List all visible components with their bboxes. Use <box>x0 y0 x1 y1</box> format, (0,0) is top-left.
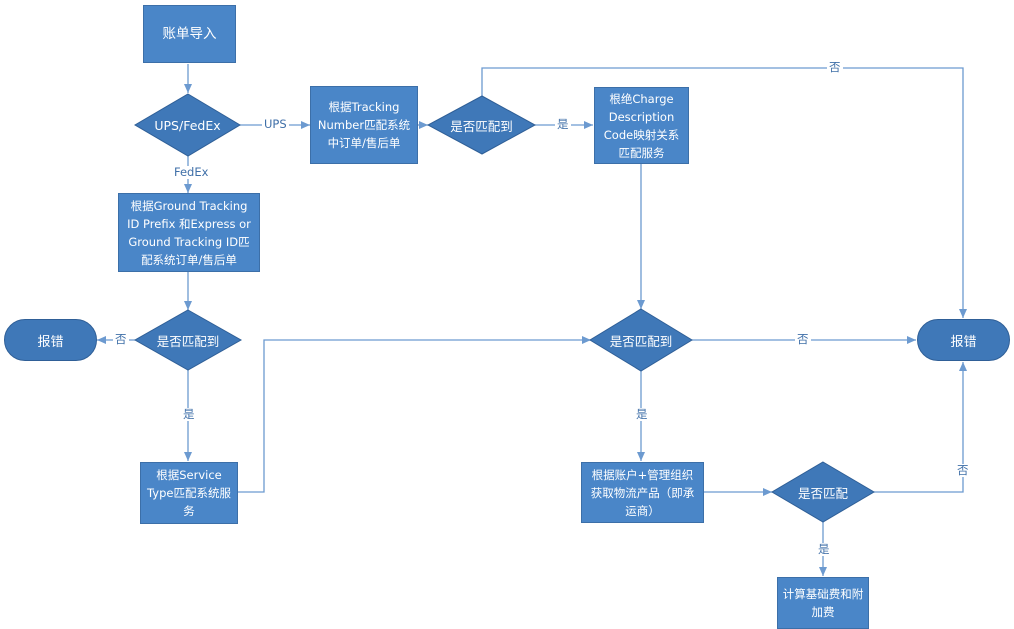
decision-carrier-text: UPS/FedEx <box>135 94 240 156</box>
error-right-terminator: 报错 <box>917 319 1010 361</box>
service-type-box: 根据Service Type匹配系统服务 <box>140 462 238 524</box>
charge-desc-label: 根绝Charge Description Code映射关系匹配服务 <box>603 91 680 160</box>
decision-match-label: 是否匹配 <box>797 485 848 501</box>
decision-center-matched-label: 是否匹配到 <box>609 333 673 349</box>
charge-desc-box: 根绝Charge Description Code映射关系匹配服务 <box>594 87 689 164</box>
decision-carrier-shape <box>134 93 241 157</box>
import-label: 账单导入 <box>162 26 217 42</box>
decision-match-text: 是否匹配 <box>772 462 874 522</box>
decision-left-matched-text: 是否匹配到 <box>135 310 241 370</box>
account-box: 根据账户+管理组织获取物流产品（即承运商） <box>581 462 704 523</box>
decision-carrier-label: UPS/FedEx <box>154 117 221 133</box>
error-left-terminator: 报错 <box>4 319 97 361</box>
account-label: 根据账户+管理组织获取物流产品（即承运商） <box>590 467 695 518</box>
decision-center-matched-text: 是否匹配到 <box>590 309 692 371</box>
edge-label-yes-center: 是 <box>634 407 650 421</box>
edge-label-no-left: 否 <box>113 332 129 346</box>
fedex-match-box: 根据Ground Tracking ID Prefix 和Express or … <box>118 193 260 272</box>
decision-match-shape <box>771 461 875 523</box>
edge-service-to-center <box>238 336 591 493</box>
edge-no-top <box>481 67 967 318</box>
edge-label-yes-bottom: 是 <box>816 542 832 556</box>
edge-label-yes-top: 是 <box>555 117 571 131</box>
decision-left-matched-label: 是否匹配到 <box>156 333 220 349</box>
ups-match-label: 根据Tracking Number匹配系统中订单/售后单 <box>317 100 411 150</box>
decision-ups-matched-shape <box>426 95 537 155</box>
error-left-label: 报错 <box>37 334 64 350</box>
decision-ups-matched-text: 是否匹配到 <box>428 96 535 154</box>
edge-label-no-bottom: 否 <box>955 463 971 477</box>
edge-label-no-center: 否 <box>795 332 811 346</box>
error-right-label: 报错 <box>950 334 977 350</box>
fee-box: 计算基础费和附加费 <box>777 577 869 629</box>
edge-label-yes-left: 是 <box>181 407 197 421</box>
edge-no-bottom <box>874 362 967 493</box>
edge-label-fedex: FedEx <box>172 165 211 179</box>
import-box: 账单导入 <box>143 5 236 63</box>
fee-label: 计算基础费和附加费 <box>782 587 864 619</box>
decision-ups-matched-label: 是否匹配到 <box>450 118 513 134</box>
decision-left-matched-shape <box>133 309 243 371</box>
edge-label-no-top: 否 <box>827 60 843 74</box>
decision-center-matched-shape <box>589 308 693 372</box>
ups-match-box: 根据Tracking Number匹配系统中订单/售后单 <box>310 86 418 164</box>
service-type-label: 根据Service Type匹配系统服务 <box>147 468 231 518</box>
edge-label-ups: UPS <box>262 117 289 131</box>
fedex-match-label: 根据Ground Tracking ID Prefix 和Express or … <box>127 198 251 267</box>
